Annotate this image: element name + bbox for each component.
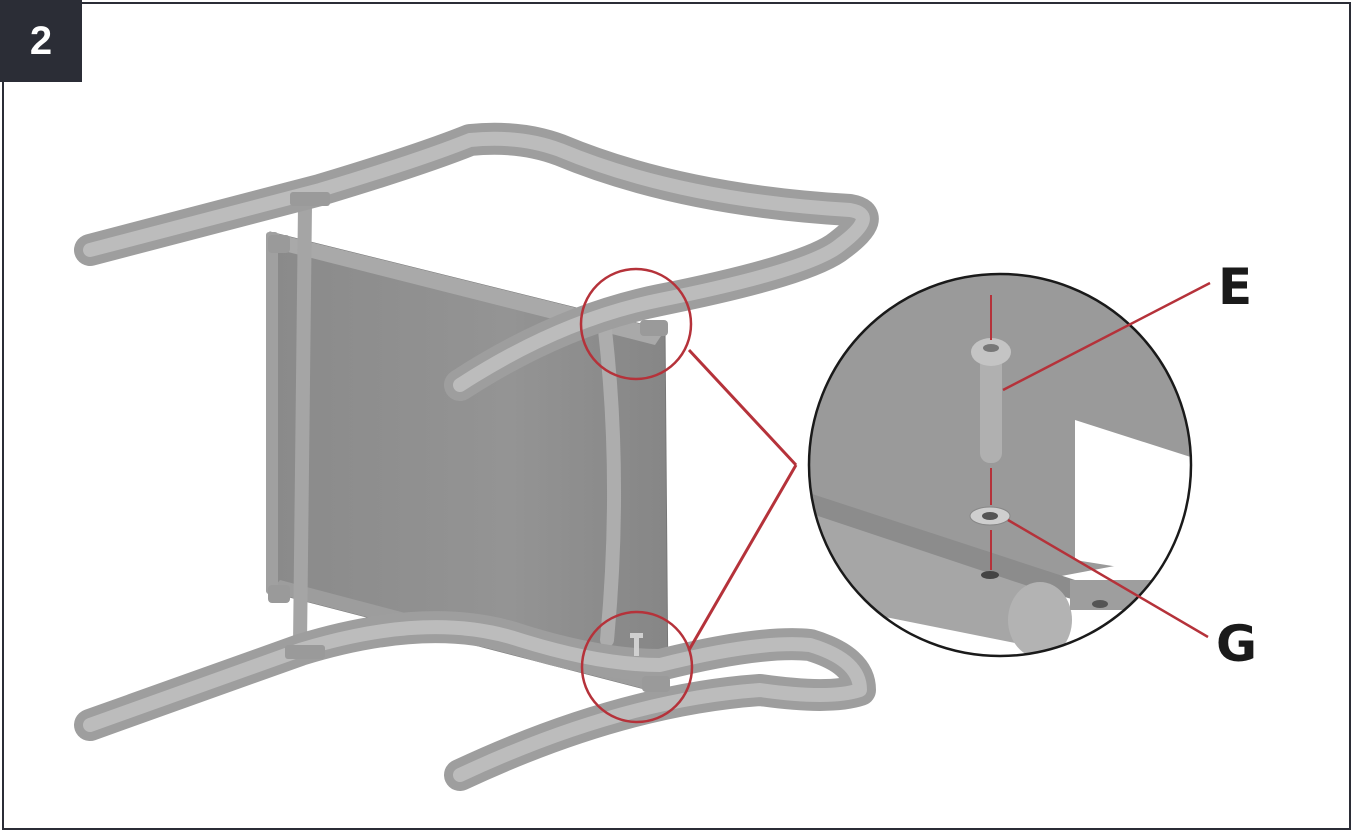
callout-lines <box>1002 281 1211 639</box>
zoom-leader-lines <box>687 348 798 651</box>
bottom-tube <box>74 611 876 791</box>
callout-line-e <box>1002 281 1211 392</box>
callout-line-g <box>1007 518 1209 639</box>
callout-label-e: E <box>1218 258 1253 316</box>
frame-tubes <box>293 198 622 652</box>
highlight-circles <box>579 267 694 724</box>
mounting-brackets <box>268 192 670 692</box>
washer-g-part <box>969 506 1011 526</box>
highlight-circle-top <box>579 267 693 381</box>
callout-label-g: G <box>1216 615 1258 673</box>
step-number-badge: 2 <box>0 0 82 82</box>
zoom-detail <box>807 272 1193 658</box>
screw-e-part <box>971 338 1011 463</box>
top-tube <box>74 122 879 401</box>
highlight-circle-bottom <box>580 610 694 724</box>
